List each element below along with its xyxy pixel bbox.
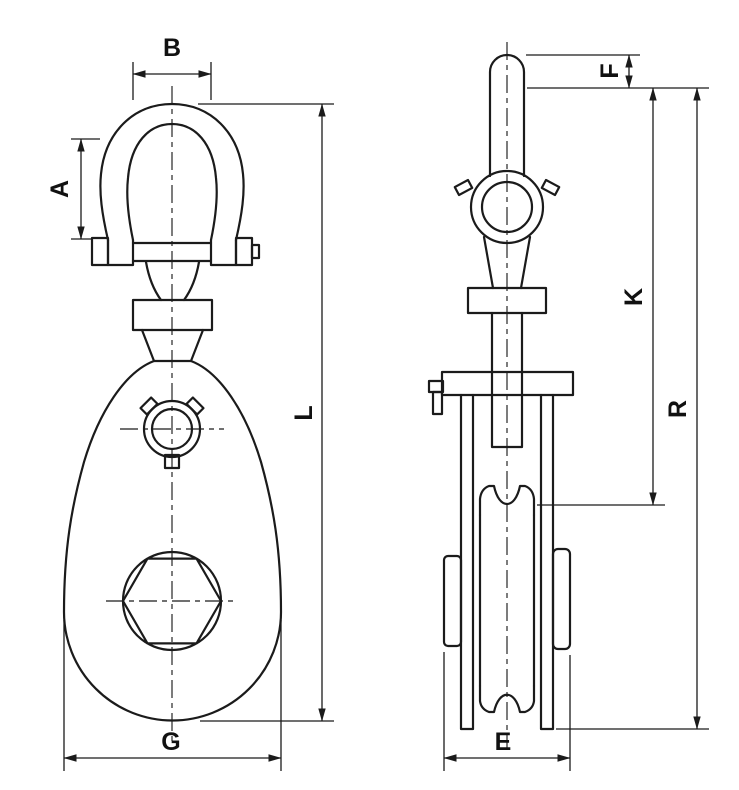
eye-cotter-pin-right xyxy=(540,178,561,197)
dim-label-F: F xyxy=(596,63,624,78)
swivel-eye-left xyxy=(144,260,163,302)
swivel-shank-left xyxy=(140,328,156,363)
shackle-pin-nut xyxy=(234,236,254,267)
swivel-axle-inner-circle xyxy=(150,407,194,451)
dim-label-E: E xyxy=(495,728,512,756)
side-neck-right xyxy=(519,235,532,290)
dim-label-L: L xyxy=(290,405,318,420)
dim-label-A: A xyxy=(46,180,74,198)
axle-bolt-head-right xyxy=(551,547,572,651)
axle-end-left xyxy=(442,554,463,648)
shackle-side-bar xyxy=(488,53,526,178)
shackle-pin-tip xyxy=(250,243,261,260)
side-plate-left xyxy=(459,393,475,731)
side-latch-lower xyxy=(431,390,444,416)
eye-cotter-pin-left xyxy=(453,178,474,197)
swivel-axle-outer-circle xyxy=(142,399,202,459)
swivel-shank-right xyxy=(189,328,205,363)
dim-label-R: R xyxy=(664,400,692,418)
side-neck-left xyxy=(482,235,495,290)
side-plate-right xyxy=(539,393,555,731)
side-swivel-band xyxy=(466,286,548,315)
block-body-outline xyxy=(62,359,283,722)
side-view: F K R E xyxy=(427,42,709,771)
dim-label-B: B xyxy=(163,34,181,62)
swivel-band xyxy=(131,298,214,332)
dim-label-K: K xyxy=(620,288,648,306)
swivel-eye-outer-circle xyxy=(469,169,545,245)
sheave-groove-bottom-profile xyxy=(478,684,536,714)
front-view: B A L G xyxy=(46,34,334,771)
axle-nut-hexagon xyxy=(121,557,223,645)
sheave-groove-top-profile xyxy=(478,484,536,517)
swivel-eye-inner-circle xyxy=(480,180,534,234)
shackle-ear-left xyxy=(106,238,135,267)
shackle-bow-inner xyxy=(126,122,218,242)
dim-label-G: G xyxy=(161,728,180,756)
cotter-pin-right xyxy=(185,396,205,416)
shackle-bow-outer xyxy=(99,102,245,242)
side-swivel-shaft xyxy=(490,311,524,449)
swivel-eye-right xyxy=(182,260,201,302)
shackle-pin-head xyxy=(90,236,110,267)
cotter-pin-bottom xyxy=(163,453,181,470)
cotter-pin-left xyxy=(139,396,159,416)
shackle-ear-right xyxy=(209,238,238,267)
